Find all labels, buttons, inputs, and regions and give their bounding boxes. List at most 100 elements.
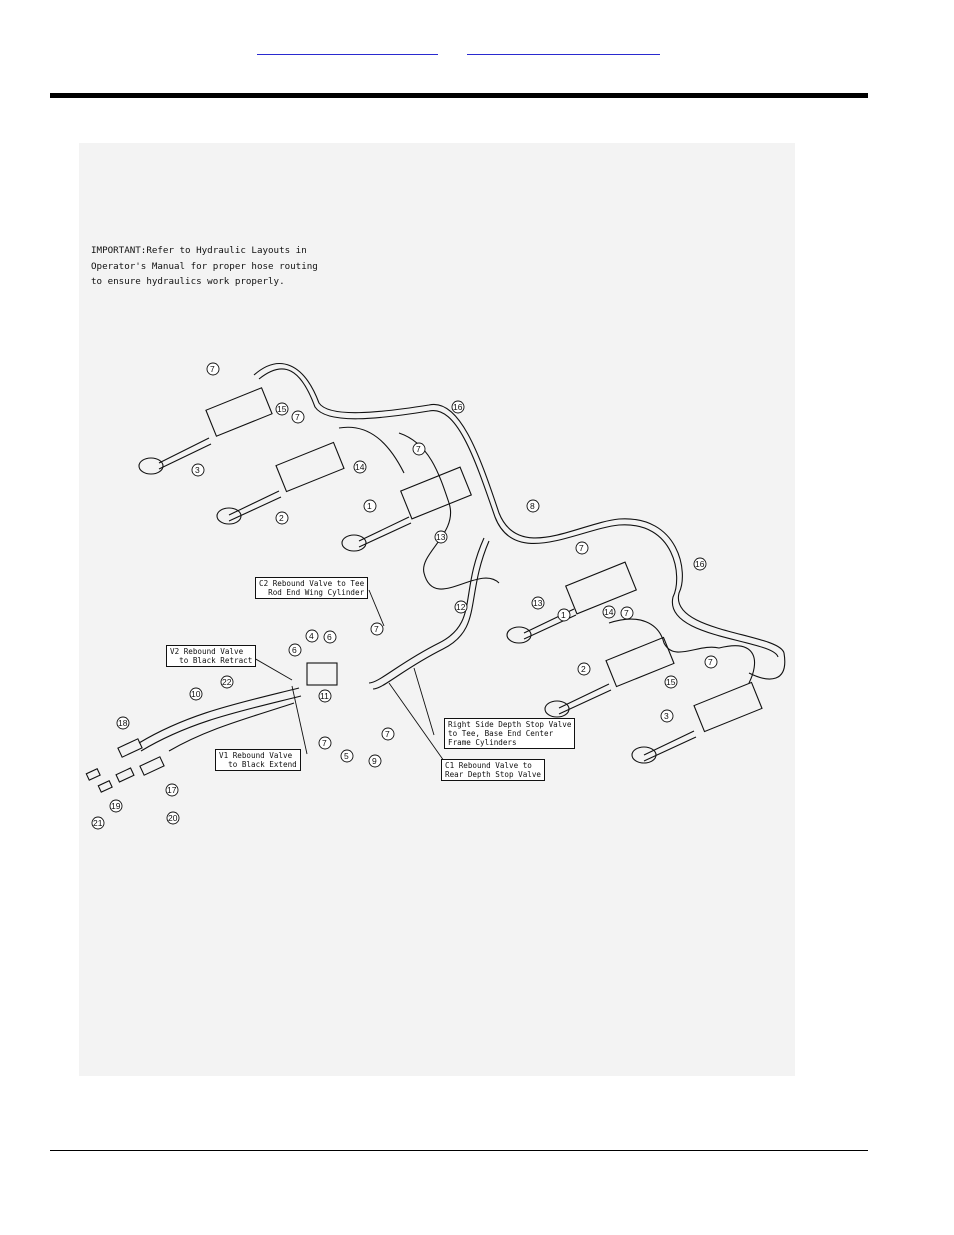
header-links: [0, 40, 954, 58]
svg-text:13: 13: [533, 598, 543, 608]
svg-text:19: 19: [111, 801, 121, 811]
svg-text:14: 14: [355, 462, 365, 472]
coupler-19: [115, 767, 135, 783]
svg-text:20: 20: [168, 813, 178, 823]
coupler-plug: [85, 768, 101, 781]
svg-text:2: 2: [279, 513, 284, 523]
cylinder-2-left: [216, 441, 345, 525]
svg-text:21: 21: [93, 818, 103, 828]
hose-16: [253, 363, 786, 680]
hydraulic-drawing: [85, 363, 786, 793]
balloon-7-a: 7: [206, 362, 220, 376]
header-link-1[interactable]: [257, 40, 438, 55]
callout-right-side: Right Side Depth Stop Valve to Tee, Base…: [444, 718, 576, 749]
callout-c1: C1 Rebound Valve to Rear Depth Stop Valv…: [441, 759, 546, 781]
callout-v1: V1 Rebound Valve to Black Extend: [215, 749, 301, 771]
important-note: IMPORTANT:Refer to Hydraulic Layouts in …: [91, 245, 318, 287]
balloon-11: 11: [318, 689, 332, 703]
balloon-7-e: 7: [620, 606, 634, 620]
svg-text:7: 7: [624, 608, 629, 618]
svg-text:3: 3: [664, 711, 669, 721]
balloon-22: 22: [220, 675, 234, 689]
header-link-2[interactable]: [467, 40, 660, 55]
svg-text:1: 1: [561, 610, 566, 620]
svg-text:7: 7: [295, 412, 300, 422]
svg-text:1: 1: [367, 501, 372, 511]
balloon-2-b: 2: [577, 662, 591, 676]
cylinder-3-right: [631, 681, 763, 764]
part-balloons: 7 15 16 7 7 14 3 1 2 8 13 7 16 1 2 13 7 1…: [91, 362, 718, 830]
top-divider: [50, 93, 868, 98]
balloon-7-h: 7: [318, 736, 332, 750]
hose-10-b: [140, 695, 302, 752]
svg-text:7: 7: [416, 444, 421, 454]
balloon-13-a: 13: [434, 530, 448, 544]
svg-text:4: 4: [309, 631, 314, 641]
balloon-7-c: 7: [412, 442, 426, 456]
svg-text:15: 15: [666, 677, 676, 687]
svg-text:16: 16: [453, 402, 463, 412]
svg-text:22: 22: [222, 677, 232, 687]
svg-text:2: 2: [581, 664, 586, 674]
balloon-7-i: 7: [381, 727, 395, 741]
svg-text:16: 16: [695, 559, 705, 569]
coupler-17: [139, 756, 165, 776]
svg-text:3: 3: [195, 465, 200, 475]
coupler-18: [117, 738, 143, 758]
balloon-7-f: 7: [370, 622, 384, 636]
svg-text:7: 7: [579, 543, 584, 553]
svg-text:14: 14: [604, 607, 614, 617]
balloon-8: 8: [526, 499, 540, 513]
svg-text:18: 18: [118, 718, 128, 728]
svg-text:5: 5: [344, 751, 349, 761]
cylinder-2-right: [544, 636, 675, 718]
balloon-5: 5: [340, 749, 354, 763]
svg-text:6: 6: [292, 645, 297, 655]
cylinder-1-left: [341, 466, 473, 552]
svg-text:6: 6: [327, 632, 332, 642]
hose-14: [338, 426, 405, 474]
balloon-18: 18: [116, 716, 130, 730]
hose-13: [398, 432, 500, 590]
callout-c2: C2 Rebound Valve to Tee Rod End Wing Cyl…: [255, 577, 369, 599]
balloon-1-b: 1: [557, 608, 571, 622]
balloon-1-a: 1: [363, 499, 377, 513]
hose-10-c: [168, 702, 295, 752]
svg-text:17: 17: [167, 785, 177, 795]
balloon-14-b: 14: [602, 605, 616, 619]
svg-text:7: 7: [385, 729, 390, 739]
balloon-9: 9: [368, 754, 382, 768]
balloon-7-d: 7: [575, 541, 589, 555]
balloon-6-b: 6: [288, 643, 302, 657]
balloon-16-a: 16: [451, 400, 465, 414]
balloon-7-b: 7: [291, 410, 305, 424]
balloon-20: 20: [166, 811, 180, 825]
balloon-15-a: 15: [275, 402, 289, 416]
balloon-19: 19: [109, 799, 123, 813]
balloon-6-a: 6: [323, 630, 337, 644]
balloon-3-a: 3: [191, 463, 205, 477]
hydraulic-diagram: IMPORTANT:Refer to Hydraulic Layouts in …: [79, 143, 795, 1076]
balloon-7-g: 7: [704, 655, 718, 669]
svg-text:10: 10: [191, 689, 201, 699]
cylinder-3-left: [138, 387, 273, 475]
svg-text:7: 7: [322, 738, 327, 748]
balloon-3-b: 3: [660, 709, 674, 723]
callout-v2: V2 Rebound Valve to Black Retract: [166, 645, 257, 667]
hose-12-b: [372, 540, 490, 690]
svg-text:8: 8: [530, 501, 535, 511]
bottom-divider: [50, 1150, 868, 1151]
balloon-14-a: 14: [353, 460, 367, 474]
hose-16-b: [258, 368, 779, 658]
coupler-21: [97, 780, 113, 793]
balloon-16-b: 16: [693, 557, 707, 571]
balloon-17: 17: [165, 783, 179, 797]
balloon-13-b: 13: [531, 596, 545, 610]
hose-15-right: [608, 618, 756, 684]
svg-text:7: 7: [374, 624, 379, 634]
svg-text:15: 15: [277, 404, 287, 414]
balloon-10: 10: [189, 687, 203, 701]
hose-10: [138, 687, 300, 744]
svg-text:7: 7: [210, 364, 215, 374]
rebound-valve-block: [306, 662, 338, 686]
